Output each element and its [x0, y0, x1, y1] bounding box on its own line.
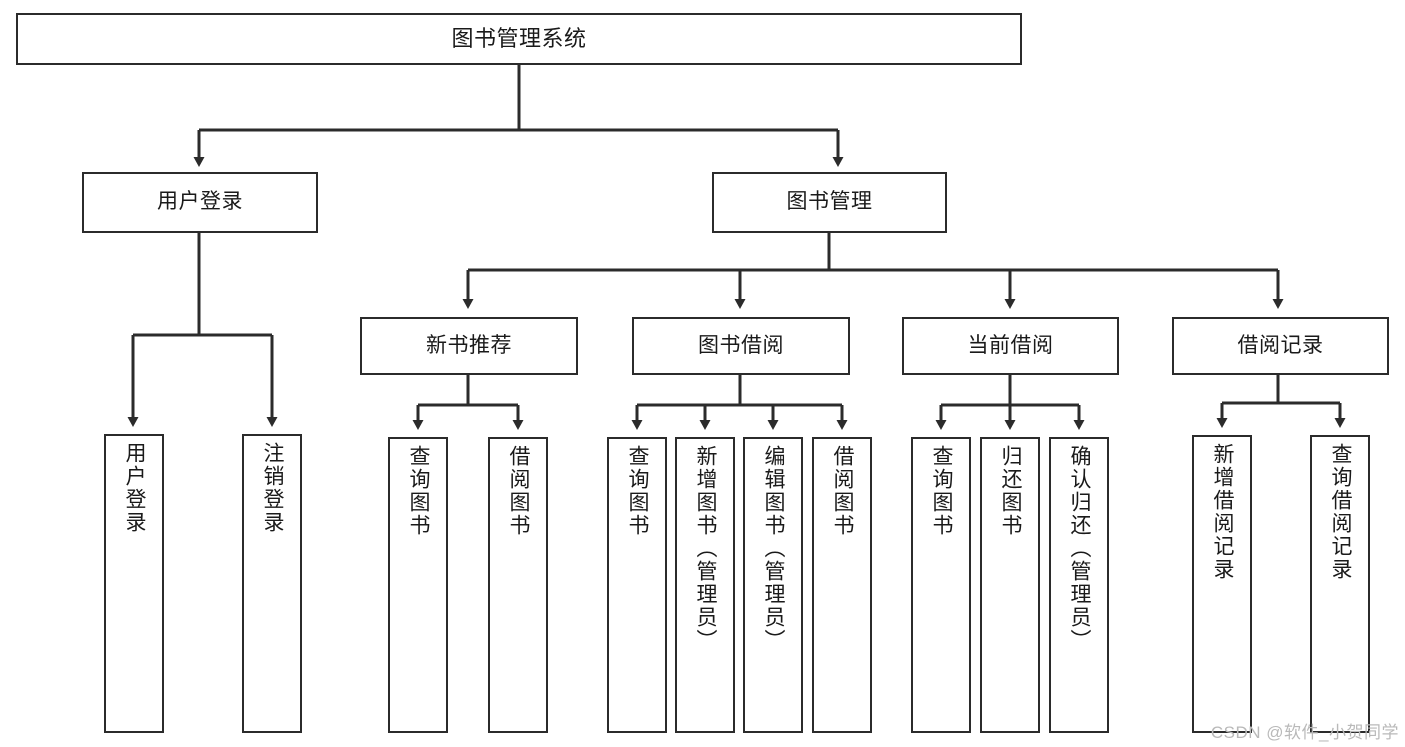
node-label: 图书管理系统	[451, 26, 587, 52]
node-root-book-management-system[interactable]: 图书管理系统	[16, 13, 1022, 65]
node-label: 确认归还（管理员）	[1068, 445, 1092, 652]
node-label: 借阅记录	[1237, 333, 1324, 357]
node-user-login[interactable]: 用户登录	[82, 172, 318, 233]
node-new-book-recommend[interactable]: 新书推荐	[360, 317, 578, 375]
node-label: 查询借阅记录	[1329, 443, 1353, 581]
leaf-logout-login[interactable]: 注销登录	[242, 434, 302, 733]
node-label: 当前借阅	[967, 333, 1054, 357]
leaf-query-book-borrow[interactable]: 查询图书	[607, 437, 667, 733]
leaf-add-book-admin[interactable]: 新增图书（管理员）	[675, 437, 735, 733]
node-label: 图书管理	[786, 190, 873, 214]
node-current-borrow[interactable]: 当前借阅	[902, 317, 1119, 375]
leaf-borrow-book[interactable]: 借阅图书	[812, 437, 872, 733]
leaf-query-borrow-record[interactable]: 查询借阅记录	[1310, 435, 1370, 733]
leaf-confirm-return-admin[interactable]: 确认归还（管理员）	[1049, 437, 1109, 733]
node-label: 新书推荐	[426, 333, 512, 357]
node-label: 注销登录	[261, 442, 285, 534]
leaf-add-borrow-record[interactable]: 新增借阅记录	[1192, 435, 1252, 733]
node-label: 图书借阅	[698, 333, 784, 357]
leaf-query-book-current[interactable]: 查询图书	[911, 437, 971, 733]
leaf-query-book-recommend[interactable]: 查询图书	[388, 437, 448, 733]
node-label: 用户登录	[157, 190, 243, 214]
leaf-borrow-book-recommend[interactable]: 借阅图书	[488, 437, 548, 733]
node-label: 借阅图书	[507, 445, 531, 537]
node-label: 借阅图书	[831, 445, 855, 537]
leaf-edit-book-admin[interactable]: 编辑图书（管理员）	[743, 437, 803, 733]
node-book-management[interactable]: 图书管理	[712, 172, 947, 233]
node-label: 新增图书（管理员）	[694, 445, 718, 652]
leaf-user-login[interactable]: 用户登录	[104, 434, 164, 733]
node-label: 新增借阅记录	[1211, 443, 1235, 581]
node-label: 查询图书	[407, 445, 431, 537]
node-book-borrow[interactable]: 图书借阅	[632, 317, 850, 375]
node-borrow-record[interactable]: 借阅记录	[1172, 317, 1389, 375]
node-label: 归还图书	[999, 445, 1023, 537]
node-label: 用户登录	[123, 442, 147, 534]
node-label: 查询图书	[626, 445, 650, 537]
leaf-return-book[interactable]: 归还图书	[980, 437, 1040, 733]
csdn-watermark: CSDN @软件_小贺同学	[1210, 723, 1399, 742]
node-label: 查询图书	[930, 445, 954, 537]
node-label: 编辑图书（管理员）	[762, 445, 786, 652]
